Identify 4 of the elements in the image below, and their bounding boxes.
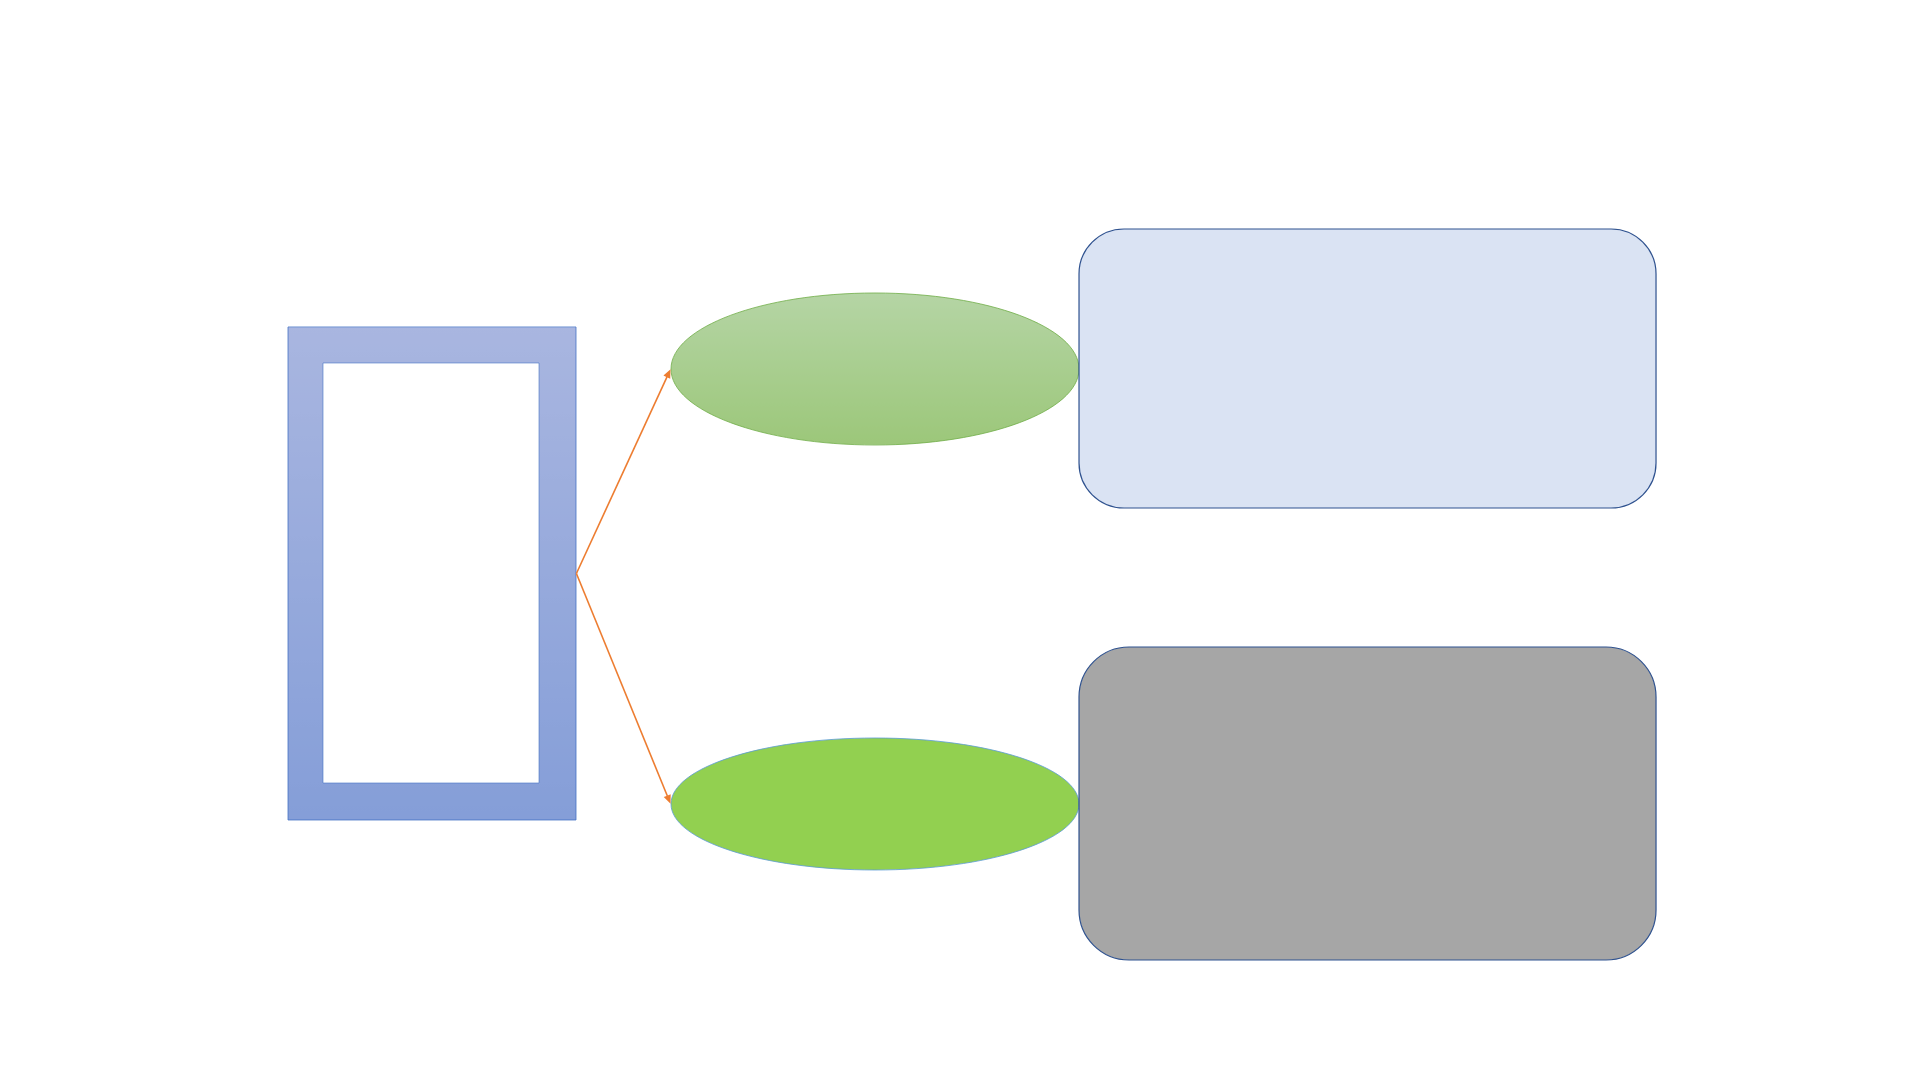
frame-box	[287, 326, 577, 821]
rounded-box	[1078, 228, 1657, 509]
rounded-box	[1078, 646, 1657, 961]
ellipse	[670, 737, 1080, 871]
